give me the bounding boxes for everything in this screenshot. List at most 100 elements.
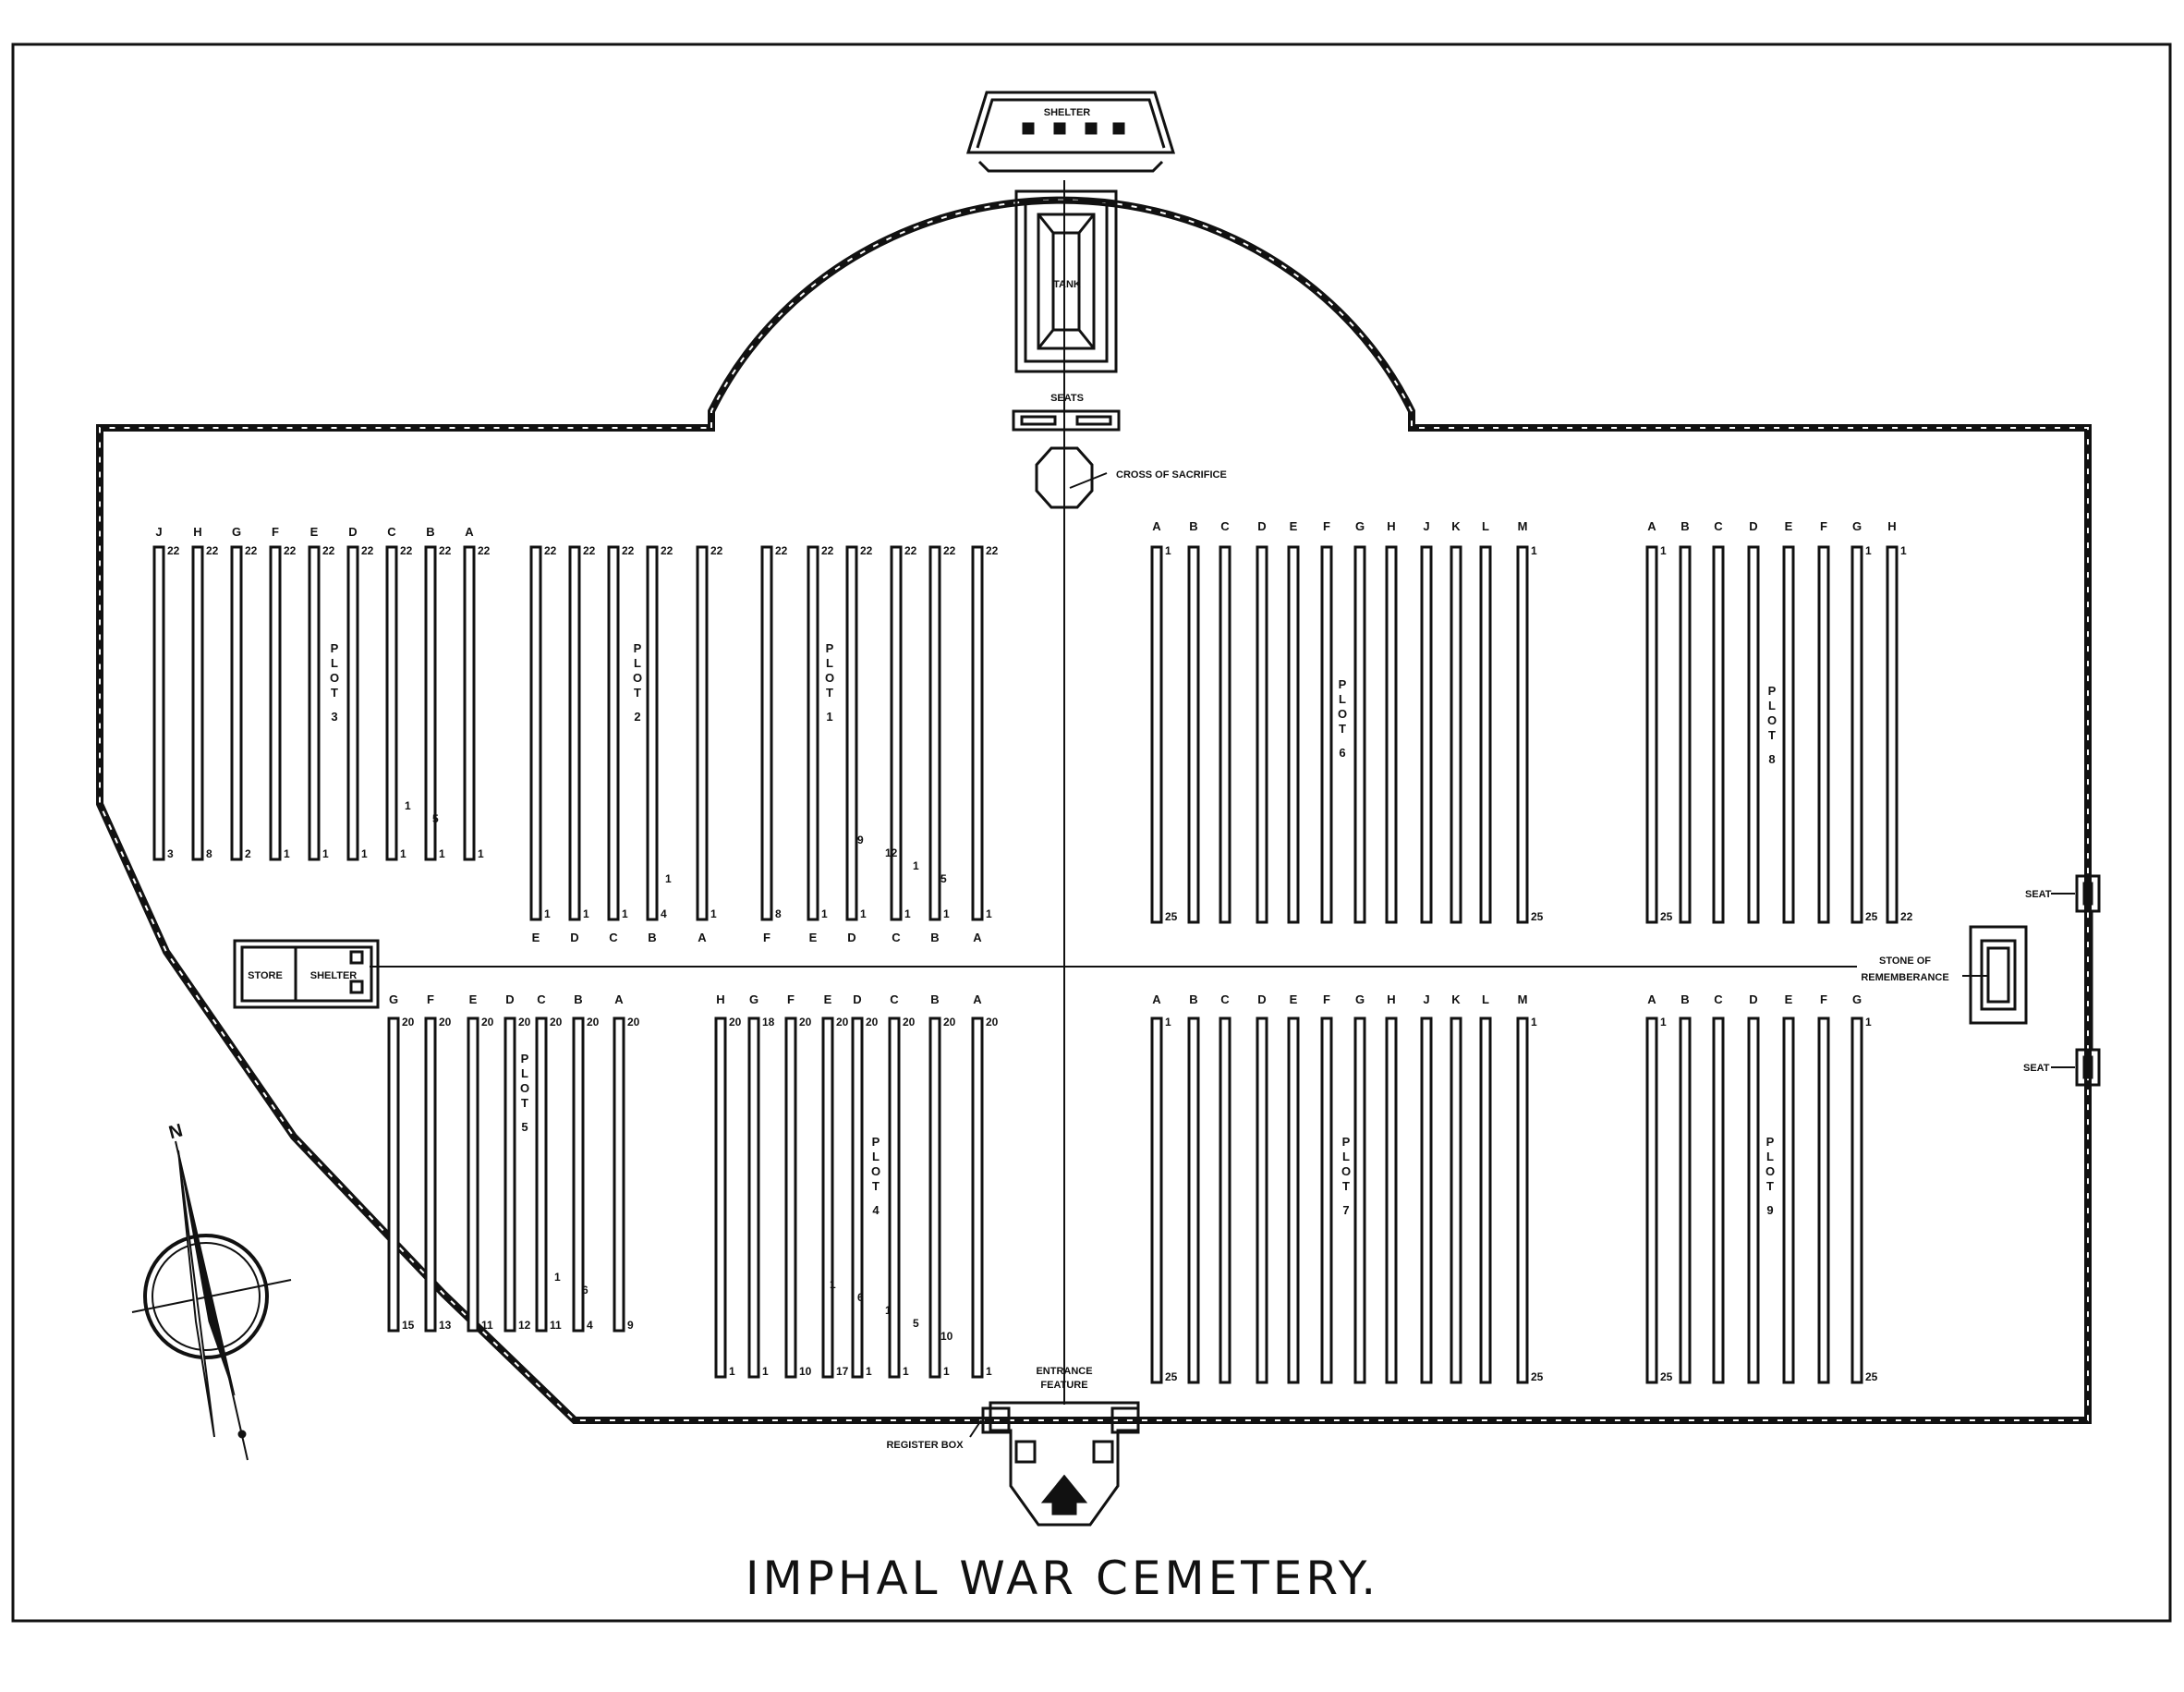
row-letter: A: [973, 931, 982, 944]
grave-row: [928, 545, 941, 921]
row-top-number: 20: [402, 1016, 415, 1029]
plot-label-letter: P: [1339, 677, 1347, 691]
row-top-number: 20: [550, 1016, 563, 1029]
row-letter: D: [570, 931, 578, 944]
grave-row: [1219, 1016, 1232, 1384]
row-bottom-number: 4: [587, 1319, 593, 1332]
row-letter: G: [749, 992, 758, 1006]
row-letter: K: [1451, 519, 1461, 533]
grave-row: [1747, 1016, 1760, 1384]
row-letter: D: [1749, 992, 1757, 1006]
row-bottom-number: 25: [1531, 910, 1544, 923]
row-letter: G: [1852, 519, 1862, 533]
row-section-number: 1: [830, 1278, 836, 1291]
row-letter: G: [1852, 992, 1862, 1006]
grave-row: [308, 545, 321, 861]
row-letter: C: [1714, 992, 1723, 1006]
row-bottom-number: 15: [402, 1319, 415, 1332]
grave-row: [1747, 545, 1760, 924]
row-letter: G: [1355, 992, 1365, 1006]
row-top-number: 22: [661, 544, 673, 557]
grave-row: [572, 1016, 585, 1333]
grave-row: [1420, 1016, 1433, 1384]
plot-label-letter: P: [331, 641, 339, 655]
row-top-number: 22: [583, 544, 596, 557]
shelter-top: [965, 91, 1176, 173]
row-letter: E: [1290, 992, 1298, 1006]
grave-row: [1385, 545, 1398, 924]
plot-label-letter: L: [521, 1066, 528, 1080]
row-bottom-number: 1: [986, 907, 992, 920]
grave-row: [928, 1016, 941, 1379]
row-top-number: 22: [167, 544, 180, 557]
plot-label-letter: P: [521, 1052, 529, 1065]
row-bottom-number: 1: [544, 907, 551, 920]
row-letter: H: [1387, 992, 1395, 1006]
grave-row: [888, 1016, 901, 1379]
plot-label-letter: L: [1339, 692, 1346, 706]
grave-row: [1450, 545, 1462, 924]
grave-row: [1187, 1016, 1200, 1384]
row-top-number: 20: [439, 1016, 452, 1029]
row-letter: E: [809, 931, 818, 944]
row-letter: G: [1355, 519, 1365, 533]
row-letter: E: [1290, 519, 1298, 533]
grave-row: [1256, 545, 1268, 924]
burial-rows: J223H228G222F221E221D221C221B221A221PLOT…: [152, 519, 1913, 1384]
row-top-number: 1: [1531, 544, 1537, 557]
row-letter: H: [1887, 519, 1896, 533]
row-bottom-number: 1: [322, 847, 329, 860]
grave-row: [1187, 545, 1200, 924]
row-bottom-number: 1: [943, 1365, 950, 1378]
grave-row: [385, 545, 398, 861]
row-section-number: 5: [940, 872, 947, 885]
plot-label-letter: T: [331, 686, 338, 700]
grave-row: [890, 545, 903, 921]
row-bottom-number: 1: [622, 907, 628, 920]
row-top-number: 22: [439, 544, 452, 557]
seats-bench: [1012, 409, 1121, 432]
row-letter: C: [1714, 519, 1723, 533]
plot-label-letter: L: [634, 656, 641, 670]
compass-north-label: N: [167, 1120, 186, 1143]
grave-row: [1256, 1016, 1268, 1384]
row-bottom-number: 17: [836, 1365, 849, 1378]
row-section-number: 12: [885, 846, 898, 859]
row-letter: D: [1749, 519, 1757, 533]
plot-label-letter: P: [1766, 1135, 1775, 1149]
row-letter: B: [1680, 992, 1689, 1006]
row-letter: B: [426, 525, 434, 539]
row-letter: E: [824, 992, 832, 1006]
cross-label: CROSS OF SACRIFICE: [1116, 469, 1227, 481]
plot-label-letter: O: [1338, 707, 1347, 721]
grave-row: [1817, 1016, 1830, 1384]
side-seats: [2051, 874, 2101, 1087]
row-bottom-number: 25: [1531, 1370, 1544, 1383]
row-bottom-number: 25: [1865, 1370, 1878, 1383]
row-bottom-number: 25: [1165, 1370, 1178, 1383]
row-top-number: 20: [866, 1016, 879, 1029]
grave-row: [971, 1016, 984, 1379]
row-letter: E: [469, 992, 478, 1006]
grave-row: [851, 1016, 864, 1379]
grave-row: [1479, 1016, 1492, 1384]
row-letter: C: [892, 931, 901, 944]
row-bottom-number: 25: [1165, 910, 1178, 923]
row-letter: F: [272, 525, 279, 539]
row-bottom-number: 1: [400, 847, 406, 860]
row-top-number: 20: [986, 1016, 999, 1029]
plot-label-letter: P: [634, 641, 642, 655]
plot-label-letter: T: [1342, 1179, 1350, 1193]
row-top-number: 1: [1865, 544, 1872, 557]
row-section-number: 6: [857, 1291, 864, 1304]
row-letter: D: [853, 992, 861, 1006]
row-top-number: 20: [799, 1016, 812, 1029]
row-letter: D: [1257, 519, 1266, 533]
row-bottom-number: 25: [1660, 910, 1673, 923]
plot-label-letter: O: [633, 671, 642, 685]
row-top-number: 1: [1660, 1016, 1667, 1029]
grave-row: [1385, 1016, 1398, 1384]
row-top-number: 22: [986, 544, 999, 557]
grave-row: [607, 545, 620, 921]
